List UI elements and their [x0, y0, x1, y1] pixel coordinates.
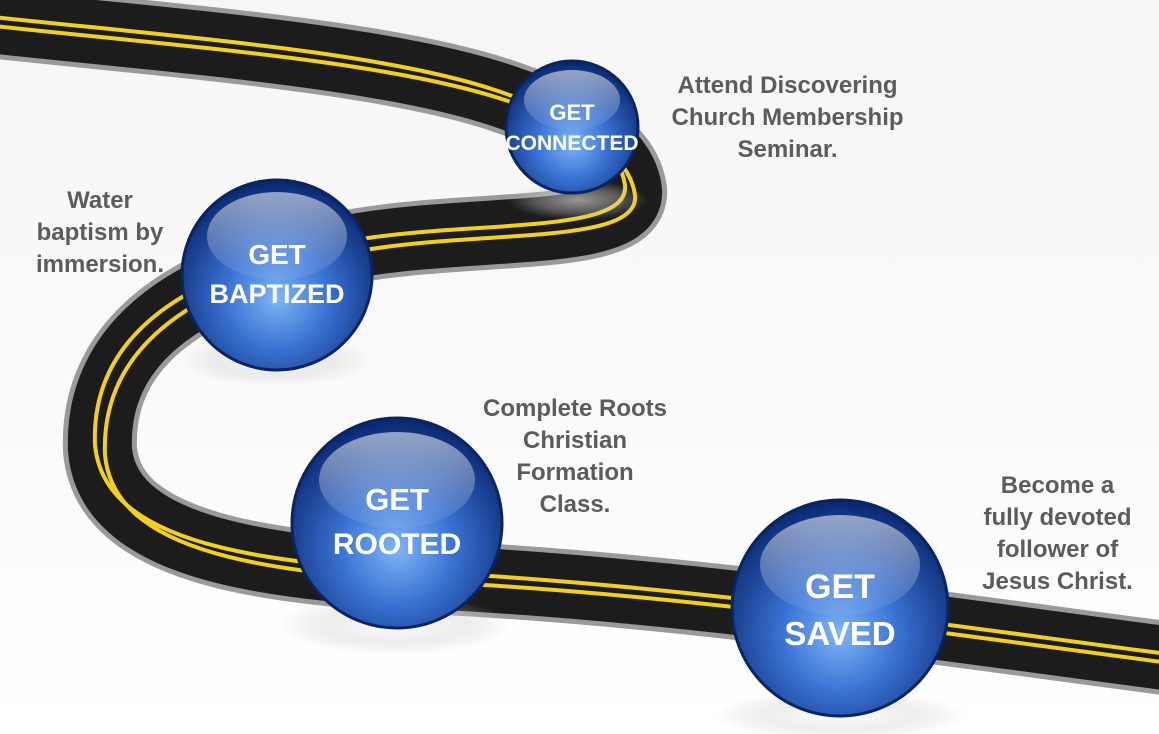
caption-line: Water — [67, 187, 133, 214]
caption-rooted: Complete Roots Christian Formation Class… — [465, 393, 685, 521]
sphere-label-line1: GET — [805, 568, 875, 606]
sphere-gloss — [524, 70, 620, 130]
sphere-label-line2: BAPTIZED — [210, 279, 345, 309]
caption-connected: Attend Discovering Church Membership Sem… — [655, 70, 920, 166]
caption-line: Church Membership — [671, 104, 904, 131]
caption-line: follower of — [996, 536, 1119, 563]
caption-saved: Become a fully devoted follower of Jesus… — [960, 470, 1155, 598]
caption-line: baptism by — [36, 219, 164, 246]
sphere-label-line1: GET — [549, 100, 595, 125]
sphere-label-line1: GET — [248, 239, 306, 270]
caption-line: Attend Discovering — [677, 72, 898, 99]
caption-line: Formation — [516, 459, 634, 486]
step-get-baptized: GET BAPTIZED — [180, 178, 374, 372]
caption-baptized: Water baptism by immersion. — [20, 185, 180, 281]
caption-line: Become a — [1000, 472, 1115, 499]
caption-line: Class. — [539, 491, 611, 518]
caption-line: Seminar. — [737, 136, 838, 163]
sphere-label-line2: CONNECTED — [505, 132, 638, 155]
caption-line: Christian — [522, 427, 627, 454]
step-get-saved: GET SAVED — [730, 498, 950, 718]
caption-line: fully devoted — [983, 504, 1132, 531]
sphere-ground-glow — [508, 180, 648, 220]
sphere-gloss — [760, 515, 920, 615]
sphere-label-line1: GET — [365, 482, 429, 517]
step-get-rooted: GET ROOTED — [290, 416, 504, 630]
caption-line: immersion. — [35, 251, 165, 278]
sphere-label-line2: SAVED — [784, 615, 895, 652]
sphere-label-line2: ROOTED — [333, 528, 461, 561]
caption-line: Jesus Christ. — [982, 568, 1133, 595]
sphere-gloss — [207, 192, 347, 280]
caption-line: Complete Roots — [482, 395, 667, 422]
sphere-gloss — [319, 432, 475, 528]
step-get-connected: GET CONNECTED — [504, 59, 640, 195]
